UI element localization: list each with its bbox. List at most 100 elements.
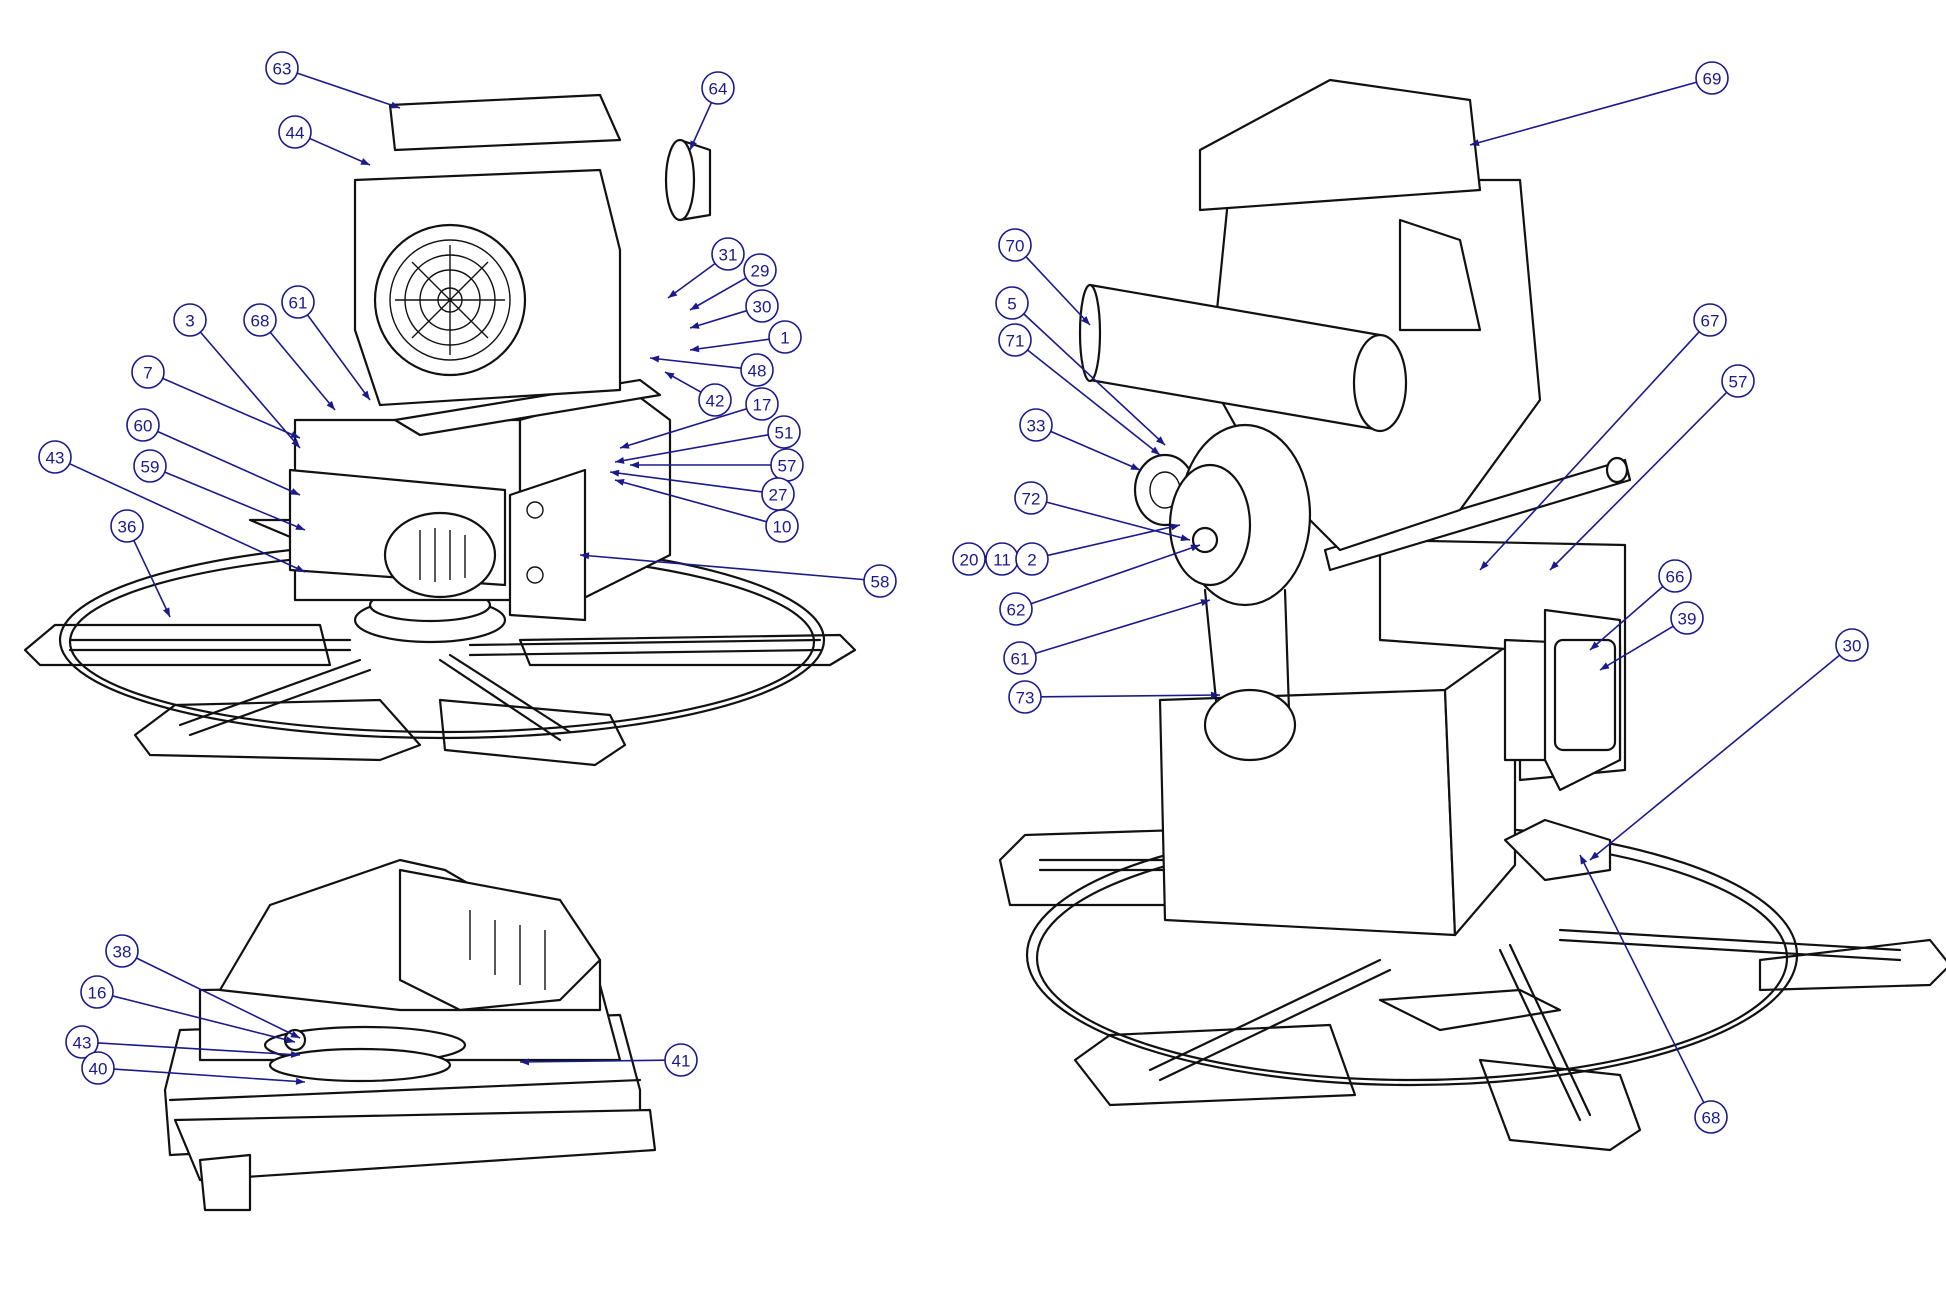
callout-label: 43 [73,1034,92,1053]
callout-label: 51 [775,424,794,443]
callout-arrowhead [520,1058,530,1066]
callout-arrowhead [390,101,400,109]
callout-bubble [38,440,72,474]
callout-label: 42 [706,392,725,411]
callout-label: 1 [780,329,789,348]
callout-bubble [1693,303,1727,337]
callout-label: 3 [185,312,194,331]
callout-bubble [173,303,207,337]
callout-label: 58 [871,573,890,592]
callout-bubble [711,237,745,271]
callout-c3: 3 [173,303,301,449]
callout-label: 29 [751,262,770,281]
callout-c67: 67 [1479,303,1727,571]
callout-c60: 60 [126,408,301,496]
callout-arrowhead [668,289,678,298]
callout-label: 43 [46,449,65,468]
callout-c36: 36 [110,509,171,618]
callout-label: 33 [1027,417,1046,436]
callout-label: 63 [273,60,292,79]
callout-bubble [767,415,801,449]
callout-leader [1479,331,1700,571]
callout-arrowhead [290,431,300,438]
callout-arrowhead [291,438,300,448]
right-trowel-assembly [998,78,1946,1152]
callout-label: 66 [1666,568,1685,587]
callout-leader [164,471,306,531]
callout-bubble [105,934,139,968]
callout-leader [1027,349,1161,456]
callout-bubble [1694,1100,1728,1134]
callout-c59: 59 [133,449,306,531]
callout-label: 30 [1843,637,1862,656]
callout-bubble [664,1043,698,1077]
callout-c30a: 30 [689,289,779,329]
callout-arrowhead [1600,662,1610,670]
callout-c58: 58 [579,552,897,598]
callout-bubble [133,449,167,483]
left-trowel-assembly [23,93,857,767]
callout-leader [609,471,763,493]
callout-leader [1589,585,1664,651]
callout-label: 64 [709,80,728,99]
callout-arrowhead [690,140,697,150]
callout-c40: 40 [81,1051,306,1085]
callout-arrowhead [290,488,300,495]
callout-leader [614,434,769,463]
callout-arrowhead [1150,446,1160,455]
callout-leader [69,462,306,573]
callout-arrowhead [690,302,700,310]
callout-leader [112,995,296,1043]
callout-leader [296,72,401,109]
callout-bubble [81,1051,115,1085]
callout-c64: 64 [689,71,735,151]
callout-label: 2 [1027,551,1036,570]
callout-c61a: 61 [281,285,371,401]
callout-arrowhead [1190,544,1200,552]
callout-bubble [131,355,165,389]
callout-bubble [1014,481,1048,515]
callout-leader [1046,501,1191,541]
callout-c7: 7 [131,355,301,439]
callout-arrowhead [665,372,675,380]
callout-c62: 62 [999,544,1201,626]
callout-c70: 70 [998,228,1091,326]
callout-c33: 33 [1019,408,1141,471]
callout-c68b: 68 [1579,854,1728,1134]
callout-bubble [768,320,802,354]
callout-c38: 38 [105,934,301,1039]
callout-arrowhead [295,523,305,530]
callout-label: 71 [1006,332,1025,351]
callout-c43b: 43 [65,1025,301,1059]
callout-label: 39 [1678,610,1697,629]
callout-c31: 31 [667,237,745,299]
callout-leader [1579,854,1705,1104]
callout-bubble [80,975,114,1009]
callout-c41: 41 [519,1043,698,1077]
callout-arrowhead [360,158,370,165]
callout-leader [157,430,301,496]
callout-label: 67 [1701,312,1720,331]
callout-leader [1025,256,1091,326]
callout-bubble [1835,628,1869,662]
callout-arrowhead [1081,316,1090,325]
callout-arrowhead [690,322,700,329]
callout-arrowhead [650,355,660,363]
callout-bubble [1658,559,1692,593]
callout-arrowhead [162,607,170,617]
callout-label: 68 [251,312,270,331]
callout-c63a: 63 [265,51,401,109]
callout-arrowhead [690,345,700,353]
callout-bubble [281,285,315,319]
callout-bubble [765,509,799,543]
callout-bubble [745,289,779,323]
callout-label: 27 [769,486,788,505]
callout-leader [1549,391,1728,571]
callout-leader [162,377,301,439]
callout-c57b: 57 [1549,364,1755,571]
callout-arrowhead [1590,851,1600,860]
bottom-detail-view [163,858,657,1212]
callout-leader [1589,654,1841,861]
callout-arrowhead [1200,599,1210,606]
